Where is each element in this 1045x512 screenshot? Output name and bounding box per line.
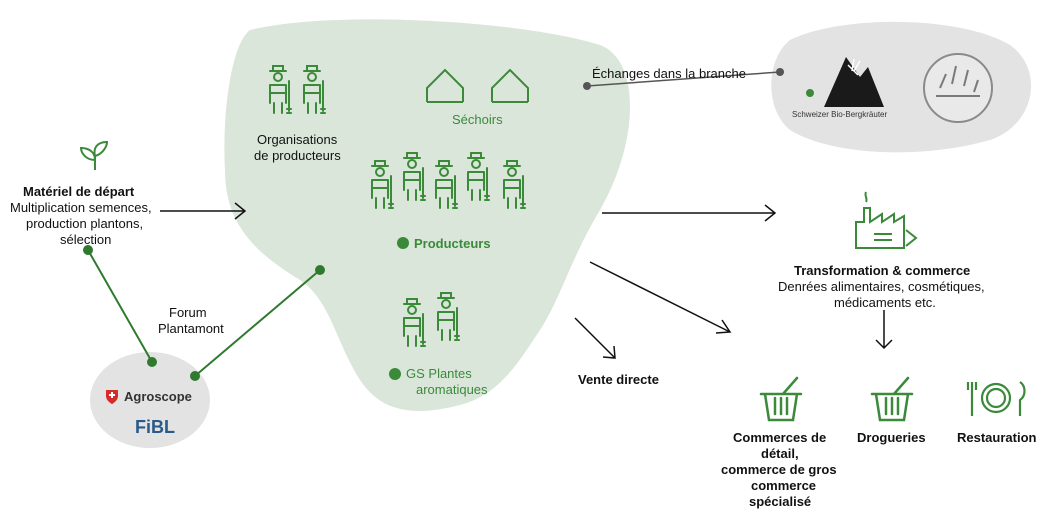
start-line2: production plantons, bbox=[26, 216, 144, 231]
producteurs-label: Producteurs bbox=[414, 236, 491, 251]
retail-line3: commerce de gros bbox=[721, 462, 837, 477]
forum-line1: Forum bbox=[169, 305, 207, 320]
forum-connector bbox=[83, 245, 325, 381]
transformation-line2: médicaments etc. bbox=[834, 295, 936, 310]
gs-drop-icon bbox=[389, 368, 401, 380]
arrow-cluster-to-transformation bbox=[602, 204, 777, 222]
bio-bergkrauter-logo bbox=[806, 57, 884, 107]
arrow-vente-directe bbox=[574, 317, 616, 359]
seal-logo bbox=[923, 53, 993, 123]
drogueries-basket-icon bbox=[870, 376, 914, 422]
start-line1: Multiplication semences, bbox=[10, 200, 152, 215]
gs-line1: GS Plantes bbox=[406, 366, 472, 381]
start-line3: sélection bbox=[60, 232, 112, 247]
retail-line2: détail, bbox=[761, 446, 799, 461]
exchange-label: Échanges dans la branche bbox=[592, 66, 746, 81]
vente-directe-label: Vente directe bbox=[578, 372, 659, 387]
producers-cluster-blob bbox=[224, 19, 631, 412]
agroscope-text: Agroscope bbox=[124, 389, 192, 404]
orgs-line2: de producteurs bbox=[254, 148, 341, 163]
start-title: Matériel de départ bbox=[23, 184, 135, 199]
retail-basket-icon bbox=[759, 376, 803, 422]
sprout-icon bbox=[79, 140, 109, 170]
retail-line5: spécialisé bbox=[749, 494, 812, 509]
restaurant-icon bbox=[966, 381, 1026, 416]
research-logos-blob bbox=[90, 352, 210, 448]
arrow-cluster-to-outlets bbox=[589, 261, 732, 334]
gs-line2: aromatiques bbox=[416, 382, 488, 397]
bio-bergkrauter-text: Schweizer Bio-Bergkräuter bbox=[792, 110, 888, 119]
restauration-label: Restauration bbox=[957, 430, 1037, 445]
agroscope-logo bbox=[106, 390, 118, 404]
arrow-start-to-cluster bbox=[160, 202, 247, 220]
arrow-transformation-to-outlets bbox=[875, 310, 893, 350]
transformation-line1: Denrées alimentaires, cosmétiques, bbox=[778, 279, 985, 294]
retail-line4: commerce bbox=[751, 478, 817, 493]
drogueries-label: Drogueries bbox=[857, 430, 926, 445]
forum-line2: Plantamont bbox=[158, 321, 224, 336]
sechoirs-label: Séchoirs bbox=[452, 112, 503, 127]
orgs-line1: Organisations bbox=[257, 132, 338, 147]
retail-line1: Commerces de bbox=[733, 430, 827, 445]
flow-arrows bbox=[160, 202, 893, 359]
producers-drop-icon bbox=[397, 237, 409, 249]
fibl-text: FiBL bbox=[135, 417, 175, 437]
exchange-connector bbox=[583, 68, 784, 90]
factory-icon bbox=[855, 191, 918, 249]
transformation-title: Transformation & commerce bbox=[794, 263, 971, 278]
